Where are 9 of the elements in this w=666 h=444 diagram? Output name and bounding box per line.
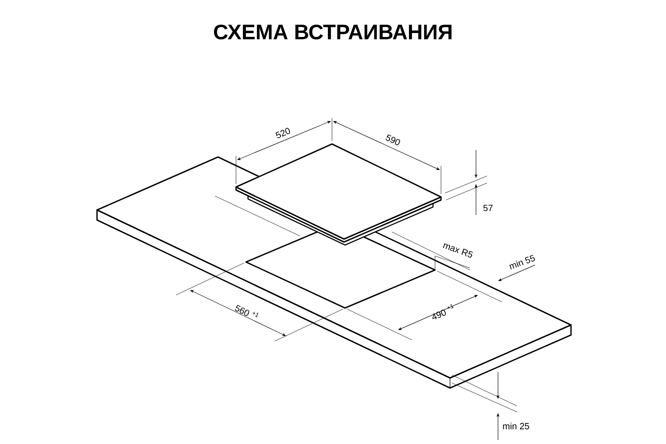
dimension-label: 520 (276, 128, 290, 138)
title: СХЕМА ВСТРАИВАНИЯ (214, 24, 452, 40)
dimension-label: 590 (386, 134, 400, 146)
dimension-label: 57 (483, 204, 493, 212)
dimension-label: min 25 (503, 422, 530, 430)
dimension-label: 560 $^{+1}$ (234, 304, 258, 318)
dimension-label: min 55 (509, 254, 535, 270)
dimension-label: 490 $^{+1}$ (432, 304, 454, 320)
dimension-label: max R5 (443, 243, 473, 258)
